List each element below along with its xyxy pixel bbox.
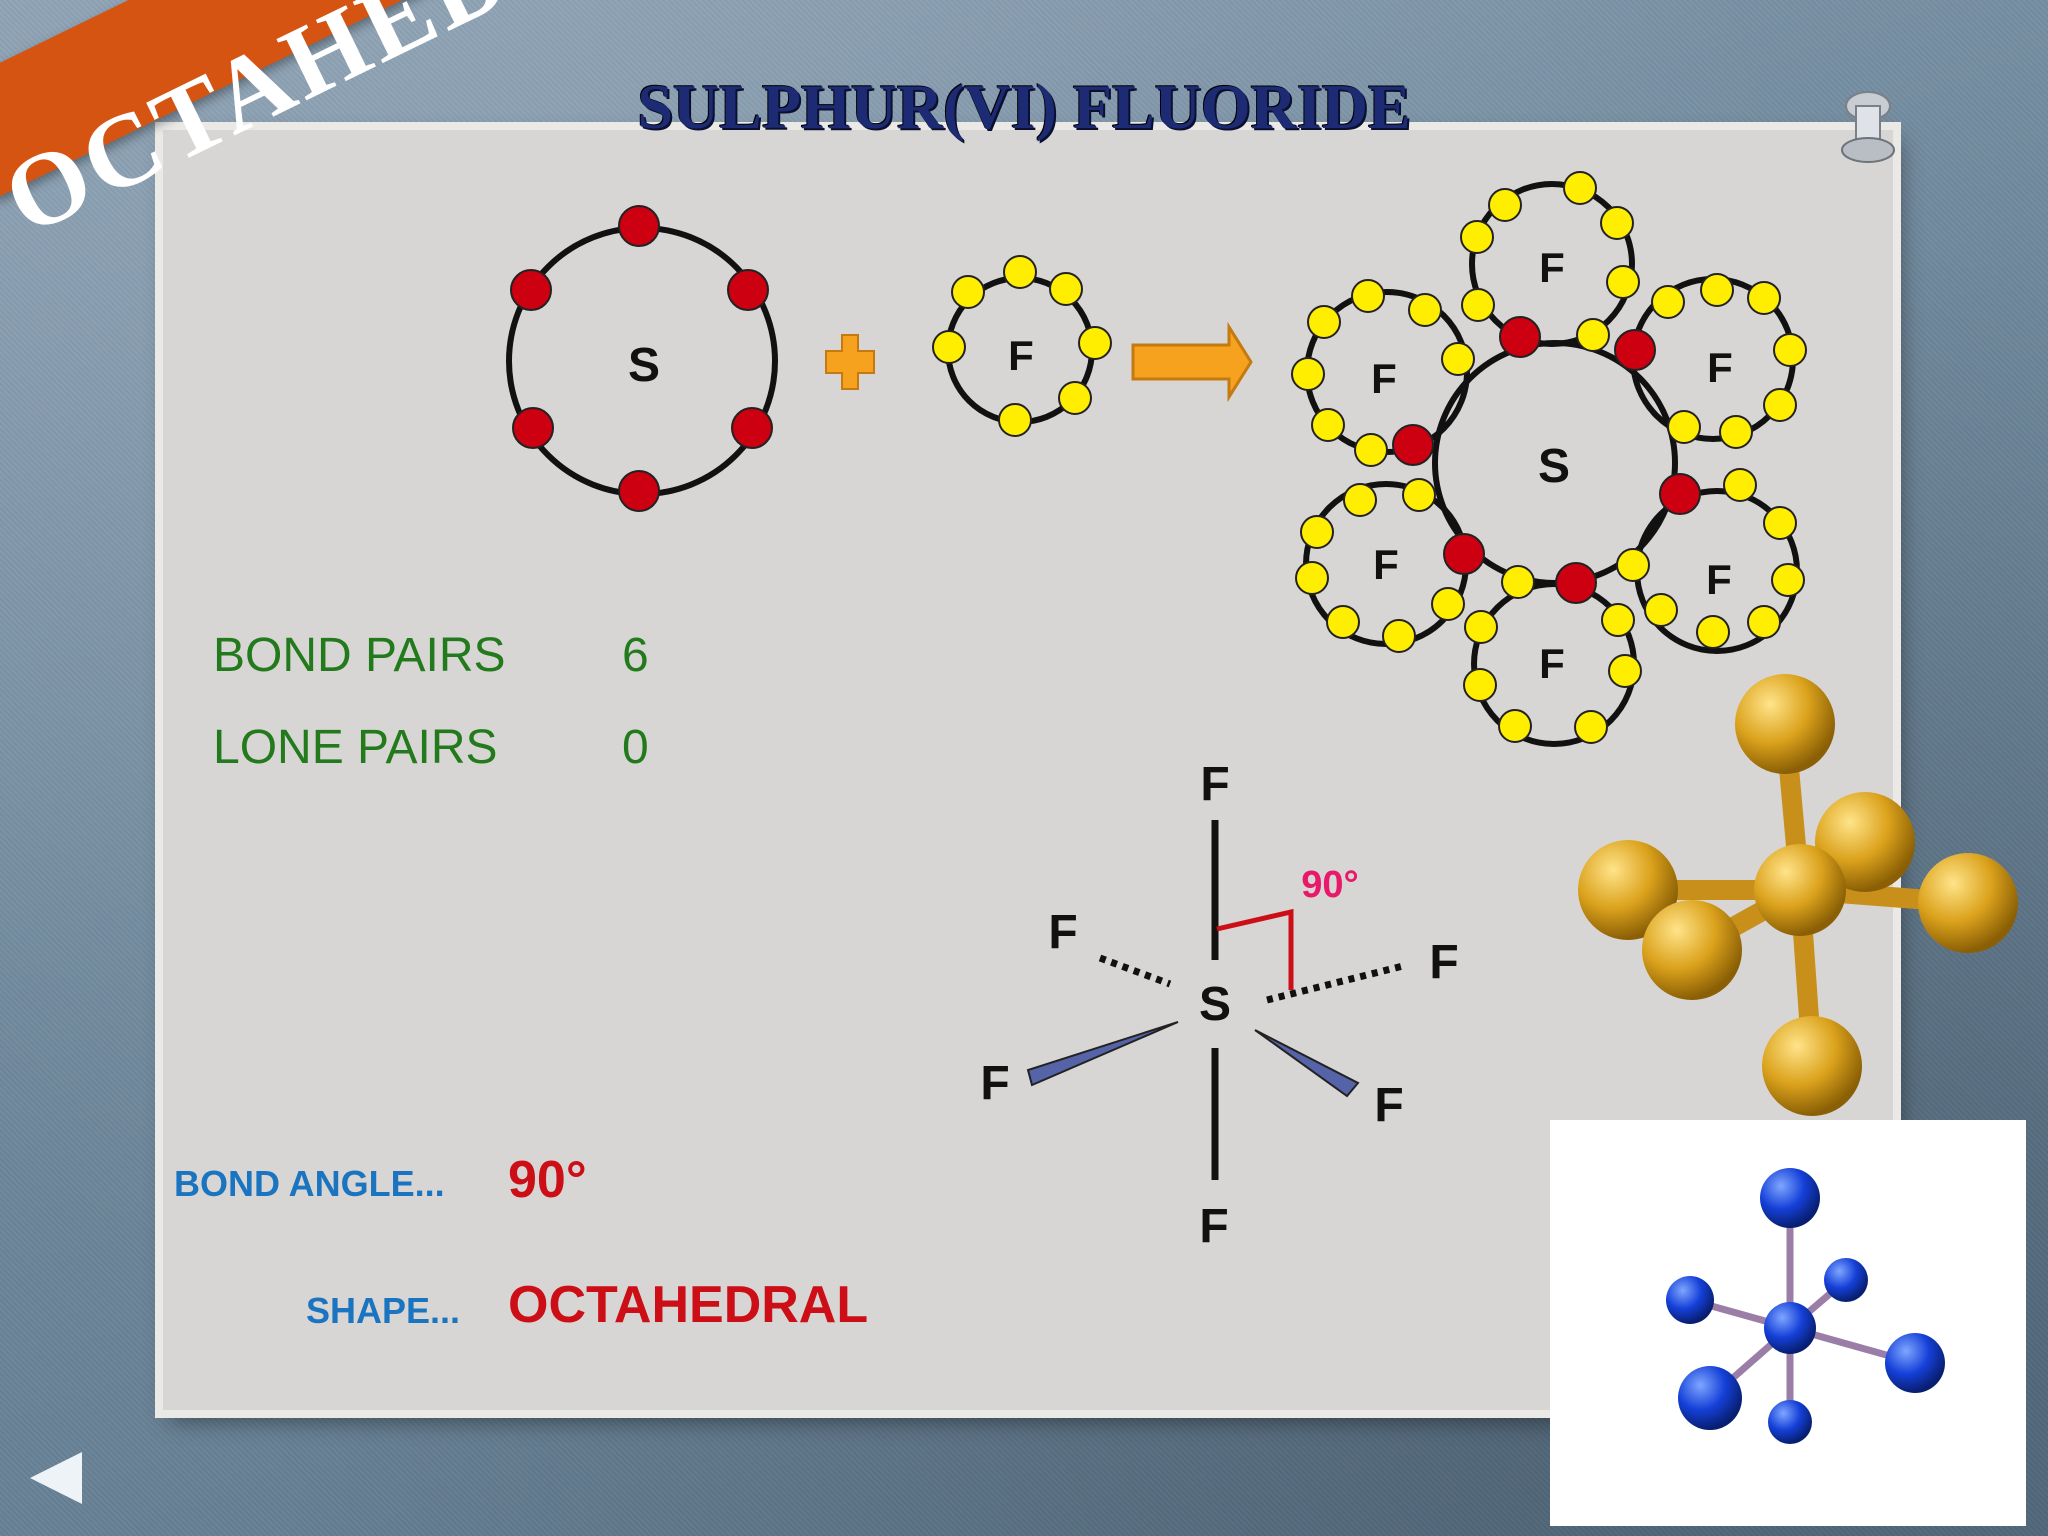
sf6-f-top: F: [1539, 244, 1565, 291]
sf6-f-left-upper: F: [1371, 355, 1397, 402]
back-triangle-icon[interactable]: [30, 1452, 82, 1504]
structural-formula: [1026, 820, 1404, 1180]
sf6-s-center: S: [1538, 440, 1570, 493]
sulfur-label: S: [628, 339, 660, 392]
lone-pairs-value: 0: [622, 721, 649, 774]
blue-octahedral-model: [1666, 1168, 1945, 1444]
formula-f-lower-right: F: [1374, 1079, 1403, 1132]
formula-f-top: F: [1200, 758, 1229, 811]
sf6-f-right-upper: F: [1707, 344, 1733, 391]
shape-value: OCTAHEDRAL: [508, 1276, 869, 1334]
sf6-f-bottom: F: [1539, 640, 1565, 687]
shape-label: SHAPE...: [306, 1290, 461, 1331]
fluorine-label: F: [1008, 332, 1034, 379]
sf6-f-right-lower: F: [1706, 556, 1732, 603]
formula-f-upper-right: F: [1429, 936, 1458, 989]
sf6-f-electrons: [1291, 171, 1807, 744]
formula-f-bottom: F: [1199, 1200, 1228, 1253]
pushpin-icon: [1841, 91, 1895, 163]
bond-pairs-label: BOND PAIRS: [213, 629, 506, 682]
formula-f-lower-left: F: [980, 1057, 1009, 1110]
gold-octahedral-model: [1578, 674, 2018, 1116]
blue-model-photo: [1550, 1120, 2026, 1526]
plus-icon: [825, 334, 875, 390]
bond-angle-label: BOND ANGLE...: [174, 1163, 445, 1204]
bond-angle-value: 90°: [508, 1151, 587, 1209]
sulfur-electrons: [510, 205, 773, 512]
bond-pairs-value: 6: [622, 629, 649, 682]
sf6-f-left-lower: F: [1373, 541, 1399, 588]
reaction-arrow-icon: [1131, 321, 1253, 403]
formula-angle: 90°: [1301, 864, 1358, 906]
lone-pairs-label: LONE PAIRS: [213, 721, 498, 774]
slide-title: SULPHUR(VI) FLUORIDE: [637, 71, 1411, 142]
sf6-s-electrons: [1392, 316, 1701, 604]
formula-f-upper-left: F: [1048, 906, 1077, 959]
formula-s-center: S: [1199, 978, 1231, 1031]
fluorine-electrons: [932, 255, 1112, 437]
